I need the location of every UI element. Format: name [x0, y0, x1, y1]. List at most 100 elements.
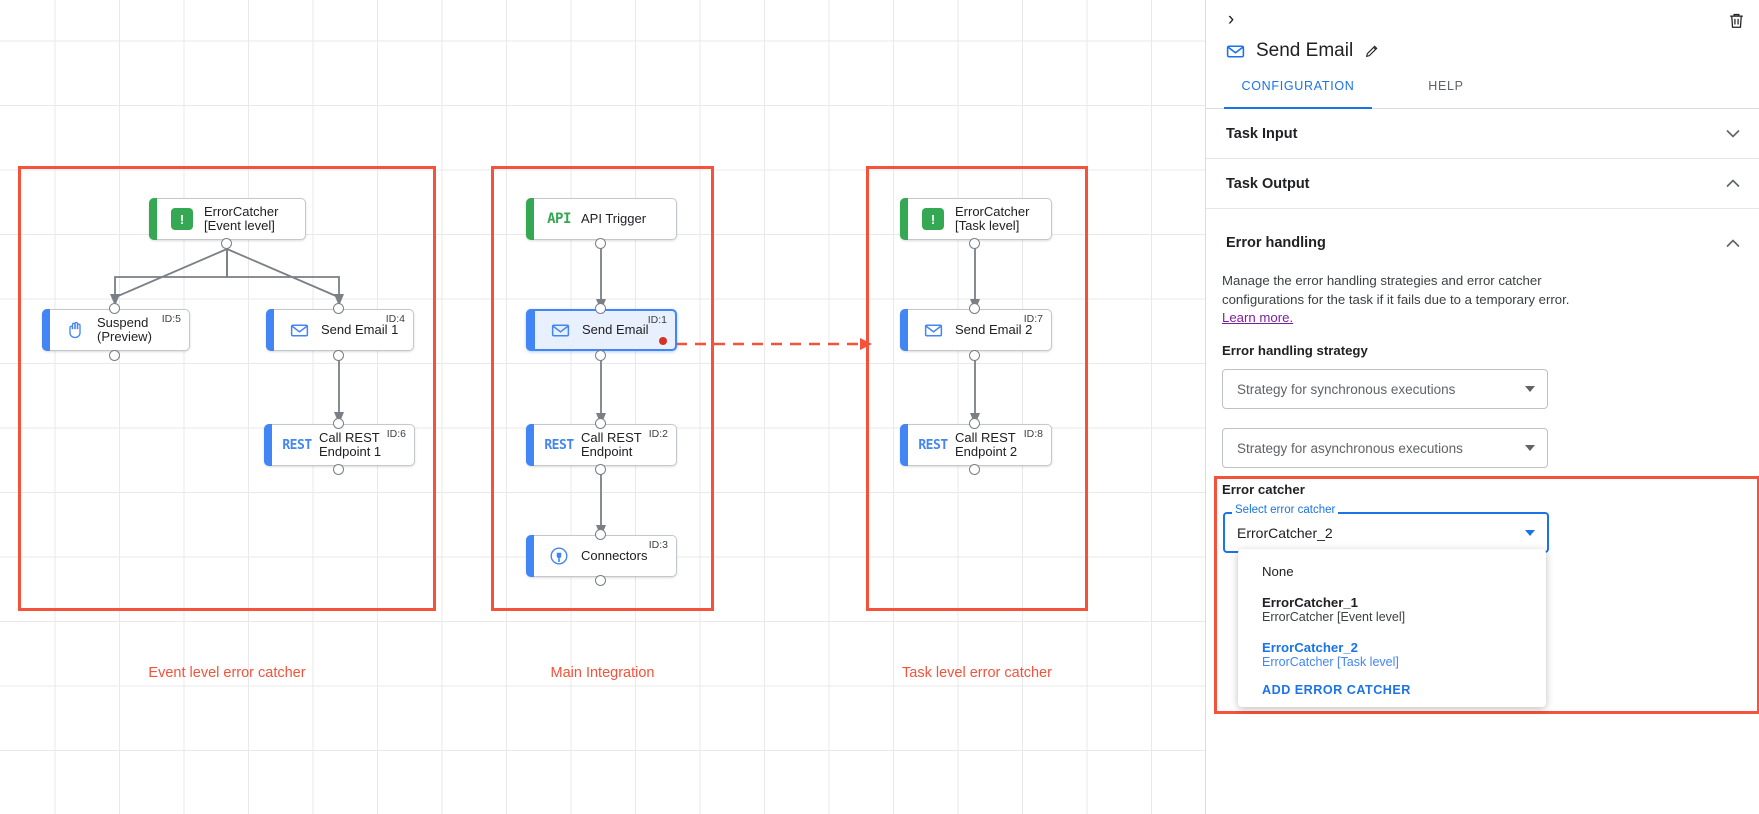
- select-error-catcher-float-label: Select error catcher: [1232, 504, 1339, 516]
- connectors-icon: [547, 544, 571, 568]
- node-port-out[interactable]: [333, 350, 344, 361]
- chevron-down-icon: [1525, 445, 1535, 451]
- panel-topbar: ›: [1206, 0, 1759, 40]
- errorcatcher-glyph: !: [171, 208, 193, 230]
- section-title: Error handling: [1226, 235, 1326, 251]
- integration-canvas[interactable]: Event level error catcher Main Integrati…: [0, 0, 1205, 814]
- edit-pencil-icon[interactable]: [1363, 43, 1380, 60]
- node-errorcatcher-task-level[interactable]: ! ErrorCatcher [Task level]: [900, 198, 1052, 240]
- node-port-out[interactable]: [595, 238, 606, 249]
- node-send-email-selected[interactable]: Send Email ID:1: [526, 309, 677, 351]
- tab-help[interactable]: HELP: [1428, 79, 1464, 93]
- api-icon: API: [547, 207, 571, 231]
- caption-event-level: Event level error catcher: [148, 665, 306, 681]
- node-accent-bar: [42, 309, 50, 351]
- caption-main-integration: Main Integration: [550, 665, 655, 681]
- section-error-handling[interactable]: Error handling: [1206, 218, 1759, 268]
- group-box-main-integration: [491, 166, 714, 611]
- node-accent-bar: [264, 424, 272, 466]
- errorcatcher-glyph: !: [922, 208, 944, 230]
- node-id-badge: ID:3: [648, 539, 668, 551]
- node-errorcatcher-event-level[interactable]: ! ErrorCatcher [Event level]: [149, 198, 306, 240]
- envelope-icon: [1224, 40, 1246, 62]
- section-task-output[interactable]: Task Output: [1206, 159, 1759, 209]
- node-api-trigger[interactable]: API API Trigger: [526, 198, 677, 240]
- node-port-in[interactable]: [595, 418, 606, 429]
- task-config-panel: › Send Email: [1205, 0, 1759, 814]
- rest-icon: REST: [282, 433, 312, 457]
- node-port-in[interactable]: [969, 303, 980, 314]
- node-port-out[interactable]: [109, 350, 120, 361]
- node-label: Send Email 1: [321, 322, 399, 337]
- chevron-up-icon: [1726, 236, 1740, 251]
- node-call-rest-endpoint-2[interactable]: REST Call REST Endpoint 2 ID:8: [900, 424, 1052, 466]
- node-port-in[interactable]: [109, 303, 120, 314]
- select-error-catcher-value: ErrorCatcher_2: [1237, 524, 1333, 541]
- errorcatcher-icon: !: [921, 207, 945, 231]
- dropdown-option-errorcatcher-1[interactable]: ErrorCatcher_1 ErrorCatcher [Event level…: [1238, 584, 1546, 629]
- node-send-email-2[interactable]: Send Email 2 ID:7: [900, 309, 1052, 351]
- node-accent-bar: [266, 309, 274, 351]
- node-call-rest-endpoint[interactable]: REST Call REST Endpoint ID:2: [526, 424, 677, 466]
- option-primary: ErrorCatcher_2: [1262, 640, 1359, 655]
- node-port-out[interactable]: [969, 350, 980, 361]
- section-task-input[interactable]: Task Input: [1206, 109, 1759, 159]
- node-accent-bar: [526, 198, 534, 240]
- node-send-email-1[interactable]: Send Email 1 ID:4: [266, 309, 414, 351]
- async-strategy-value: Strategy for asynchronous executions: [1237, 440, 1463, 456]
- dropdown-option-none[interactable]: None: [1238, 559, 1546, 584]
- node-port-out[interactable]: [969, 238, 980, 249]
- option-secondary: ErrorCatcher [Event level]: [1262, 610, 1406, 624]
- node-port-in[interactable]: [333, 418, 344, 429]
- node-call-rest-endpoint-1[interactable]: REST Call REST Endpoint 1 ID:6: [264, 424, 415, 466]
- node-connectors[interactable]: Connectors ID:3: [526, 535, 677, 577]
- select-error-catcher-input[interactable]: ErrorCatcher_2: [1223, 512, 1549, 553]
- node-id-badge: ID:4: [385, 313, 405, 325]
- api-glyph: API: [547, 211, 571, 227]
- node-port-in[interactable]: [333, 303, 344, 314]
- node-port-out[interactable]: [333, 464, 344, 475]
- error-catcher-label: Error catcher: [1222, 482, 1305, 497]
- option-primary: ErrorCatcher_1: [1262, 595, 1359, 610]
- group-box-event-level: [18, 166, 436, 611]
- chevron-right-icon[interactable]: ›: [1227, 9, 1235, 30]
- node-port-in[interactable]: [595, 529, 606, 540]
- node-port-out[interactable]: [969, 464, 980, 475]
- node-label: Call REST Endpoint 2: [955, 430, 1018, 459]
- dropdown-option-errorcatcher-2[interactable]: ErrorCatcher_2 ErrorCatcher [Task level]: [1238, 629, 1546, 674]
- learn-more-link[interactable]: Learn more.: [1222, 310, 1294, 325]
- node-port-out[interactable]: [595, 464, 606, 475]
- node-port-out[interactable]: [221, 238, 232, 249]
- chevron-up-icon: [1726, 176, 1740, 191]
- node-id-badge: ID:8: [1023, 428, 1043, 440]
- page-title: Send Email: [1256, 40, 1354, 61]
- async-strategy-select[interactable]: Strategy for asynchronous executions: [1222, 428, 1548, 468]
- suspend-hand-icon: [63, 318, 87, 342]
- envelope-icon: [548, 318, 572, 342]
- node-accent-bar: [526, 424, 534, 466]
- node-id-badge: ID:7: [1023, 313, 1043, 325]
- node-accent-bar: [149, 198, 157, 240]
- node-suspend-preview[interactable]: Suspend (Preview) ID:5: [42, 309, 190, 351]
- node-label: Connectors: [581, 548, 648, 563]
- node-id-badge: ID:6: [386, 428, 406, 440]
- node-label: Call REST Endpoint: [581, 430, 642, 459]
- group-box-task-level: [866, 166, 1088, 611]
- chevron-down-icon: [1726, 126, 1740, 141]
- node-port-in[interactable]: [595, 303, 606, 314]
- node-label: ErrorCatcher [Task level]: [955, 204, 1030, 233]
- sync-strategy-select[interactable]: Strategy for synchronous executions: [1222, 369, 1548, 409]
- node-port-in[interactable]: [969, 418, 980, 429]
- section-title: Task Output: [1226, 175, 1310, 192]
- panel-tabs: CONFIGURATION HELP: [1206, 79, 1759, 109]
- add-error-catcher-button[interactable]: ADD ERROR CATCHER: [1262, 683, 1411, 697]
- error-catcher-dropdown[interactable]: None ErrorCatcher_1 ErrorCatcher [Event …: [1238, 549, 1546, 707]
- tab-configuration[interactable]: CONFIGURATION: [1224, 79, 1372, 109]
- node-port-out[interactable]: [595, 575, 606, 586]
- error-handling-strategy-label: Error handling strategy: [1222, 343, 1368, 358]
- node-port-out[interactable]: [595, 350, 606, 361]
- delete-icon[interactable]: [1723, 7, 1749, 33]
- node-accent-bar: [526, 535, 534, 577]
- error-catcher-highlight: [1214, 476, 1759, 714]
